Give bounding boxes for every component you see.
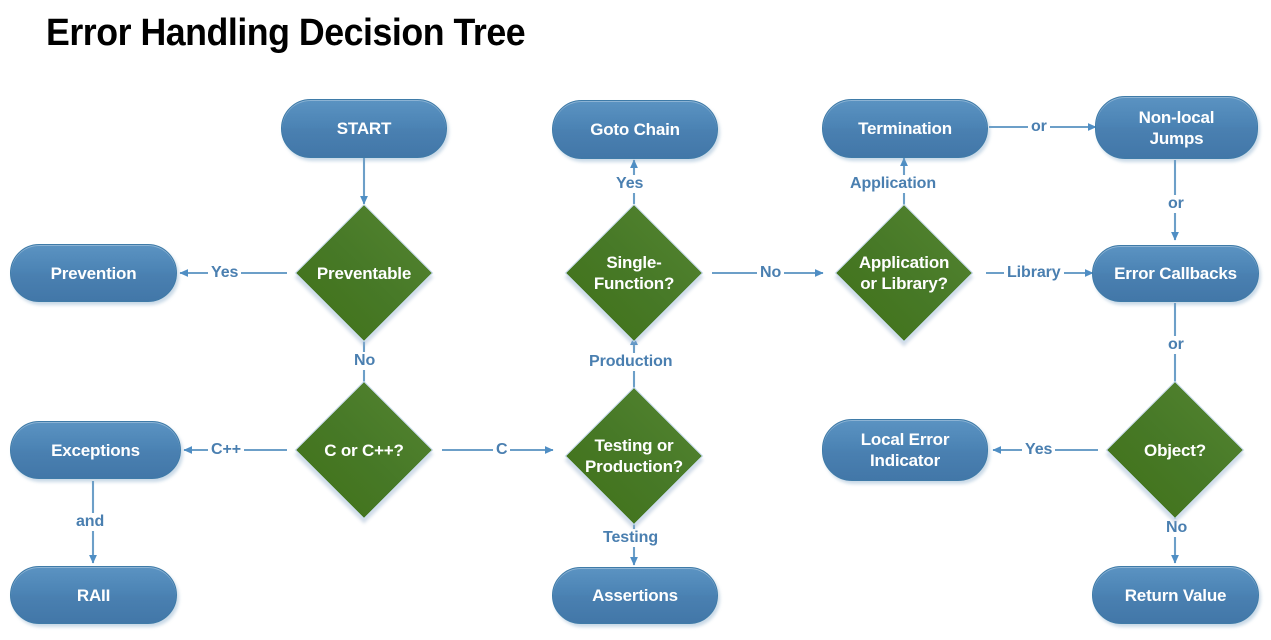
node-raii-label: RAII xyxy=(76,585,111,605)
node-exceptions-label: Exceptions xyxy=(51,440,140,460)
diamond-shape xyxy=(294,203,434,343)
node-preventable[interactable]: Preventable xyxy=(294,203,434,343)
node-return-value-label: Return Value xyxy=(1124,585,1227,605)
diamond-shape xyxy=(294,380,434,520)
edge-label-callbacks-or: or xyxy=(1165,336,1187,354)
edge-label-application: Application xyxy=(847,175,940,193)
edge-label-exceptions-and: and xyxy=(73,513,108,531)
node-error-callbacks[interactable]: Error Callbacks xyxy=(1092,245,1259,302)
node-single-function[interactable]: Single- Function? xyxy=(564,203,704,343)
page-title: Error Handling Decision Tree xyxy=(46,12,526,54)
node-goto-chain[interactable]: Goto Chain xyxy=(552,100,718,159)
edge-label-object-yes: Yes xyxy=(1022,441,1056,459)
edge-label-testing: Testing xyxy=(600,529,662,547)
node-application-or-library[interactable]: Application or Library? xyxy=(834,203,974,343)
node-assertions[interactable]: Assertions xyxy=(552,567,718,624)
edge-label-c: C xyxy=(493,441,511,459)
diamond-shape xyxy=(1105,380,1245,520)
edge-label-jumps-or: or xyxy=(1165,195,1187,213)
edge-label-single-function-yes: Yes xyxy=(613,175,647,193)
node-error-callbacks-label: Error Callbacks xyxy=(1114,264,1237,283)
node-prevention-label: Prevention xyxy=(50,263,137,283)
node-exceptions[interactable]: Exceptions xyxy=(10,421,181,479)
node-start[interactable]: START xyxy=(281,99,447,158)
node-return-value[interactable]: Return Value xyxy=(1092,566,1259,624)
node-termination-label: Termination xyxy=(858,119,952,138)
diamond-shape xyxy=(564,203,704,343)
node-local-error-indicator[interactable]: Local Error Indicator xyxy=(822,419,988,481)
node-local-error-indicator-label: Local Error Indicator xyxy=(860,430,950,470)
edge-label-object-no: No xyxy=(1163,519,1191,537)
diamond-shape xyxy=(834,203,974,343)
edge-label-termination-or: or xyxy=(1028,118,1050,136)
node-goto-chain-label: Goto Chain xyxy=(590,120,680,139)
node-testing-or-production[interactable]: Testing or Production? xyxy=(564,386,704,526)
edge-label-preventable-yes: Yes xyxy=(208,264,242,282)
node-assertions-label: Assertions xyxy=(592,586,678,605)
node-prevention[interactable]: Prevention xyxy=(10,244,177,302)
edge-label-production: Production xyxy=(586,353,676,371)
edge-label-preventable-no: No xyxy=(351,352,379,370)
edge-label-library: Library xyxy=(1004,264,1064,282)
node-raii[interactable]: RAII xyxy=(10,566,177,624)
node-non-local-jumps[interactable]: Non-local Jumps xyxy=(1095,96,1258,159)
node-termination[interactable]: Termination xyxy=(822,99,988,158)
node-non-local-jumps-label: Non-local Jumps xyxy=(1138,107,1215,148)
diamond-shape xyxy=(564,386,704,526)
node-c-or-cpp[interactable]: C or C++? xyxy=(294,380,434,520)
edge-label-cpp: C++ xyxy=(208,441,244,459)
edge-label-single-function-no: No xyxy=(757,264,785,282)
node-start-label: START xyxy=(336,119,392,138)
node-object[interactable]: Object? xyxy=(1105,380,1245,520)
